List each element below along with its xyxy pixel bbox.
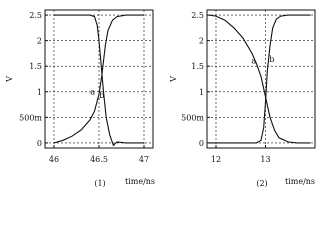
curve-label-a: a (90, 87, 95, 96)
y-tick-label: 2 (37, 37, 42, 46)
x-tick-label: 13 (260, 155, 270, 164)
x-tick-label: 46 (49, 155, 59, 164)
y-tick-label: 0 (37, 139, 42, 148)
y-axis-title: V (5, 76, 14, 83)
y-tick-label: 2 (199, 37, 204, 46)
series-line-a (208, 14, 311, 144)
x-tick-label: 47 (139, 155, 149, 164)
x-axis-title: time/ns (125, 177, 155, 186)
curve-label-b: b (99, 91, 104, 100)
x-axis-title: time/ns (285, 177, 315, 186)
panel-label: (2) (256, 179, 267, 188)
plot-frame (206, 9, 316, 149)
y-tick-label: 0 (199, 139, 204, 148)
curve-label-a: a (251, 57, 256, 66)
y-tick-label: 500m (181, 113, 204, 122)
y-tick-label: 500m (19, 113, 42, 122)
chart-panel-2: 0 500m 1 1.5 2 2.5 12 13 V (2) time/ns a b (169, 9, 316, 188)
x-tick-label: 46.5 (90, 155, 108, 164)
y-tick-label: 1.5 (29, 62, 42, 71)
y-tick-label: 2.5 (29, 11, 42, 20)
panel-label: (1) (94, 179, 105, 188)
y-tick-label: 1 (37, 88, 42, 97)
curve-label-b: b (269, 55, 274, 64)
series-line-b (208, 14, 311, 144)
y-axis-title: V (169, 76, 178, 83)
series-line-b (54, 14, 144, 147)
y-tick-label: 1 (199, 88, 204, 97)
y-tick-label: 2.5 (191, 11, 204, 20)
x-tick-label: 12 (211, 155, 221, 164)
y-tick-label: 1.5 (191, 62, 204, 71)
